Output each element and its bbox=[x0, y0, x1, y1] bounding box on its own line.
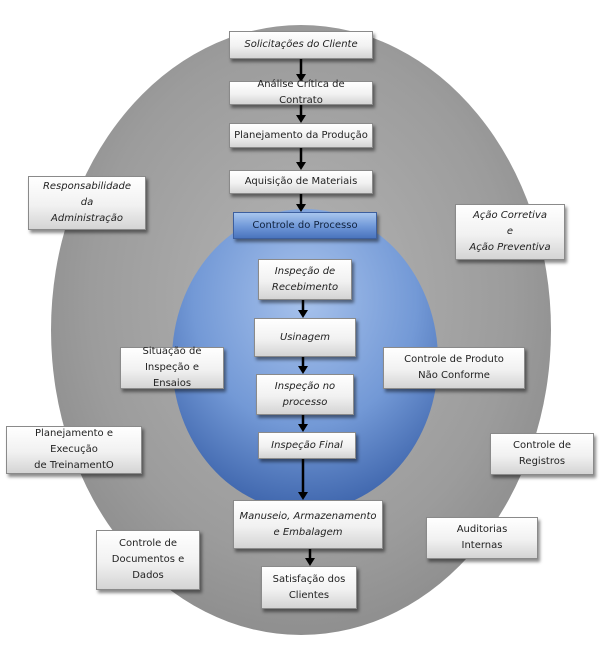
solicitacoes-label: Solicitações do Cliente bbox=[244, 39, 358, 50]
acao-corretiva-box: Ação Corretiva e Ação Preventiva bbox=[455, 204, 565, 260]
manuseio-box: Manuseio, Armazenamento e Embalagem bbox=[233, 500, 383, 549]
auditorias-label: Auditorias Internas bbox=[456, 524, 508, 551]
auditorias-box: Auditorias Internas bbox=[426, 517, 538, 559]
flow-arrows bbox=[296, 57, 315, 566]
arrowhead-6 bbox=[298, 366, 308, 374]
situacao-inspecao-label: Situação de Inspeção e Ensaios bbox=[142, 346, 202, 389]
analise-label: Análise Crítica de Contrato bbox=[257, 79, 345, 106]
inspecao-processo-box: Inspeção no processo bbox=[256, 374, 354, 415]
satisfacao-box: Satisfação dos Clientes bbox=[261, 566, 357, 609]
inspecao-final-box: Inspeção Final bbox=[258, 432, 356, 459]
inspecao-recebimento-box: Inspeção de Recebimento bbox=[258, 259, 352, 300]
inspecao-processo-label: Inspeção no processo bbox=[274, 380, 336, 408]
registros-box: Controle de Registros bbox=[490, 433, 594, 475]
acao-corretiva-label: Ação Corretiva e Ação Preventiva bbox=[469, 210, 551, 253]
controle-processo-box: Controle do Processo bbox=[233, 212, 377, 239]
documentos-label: Controle de Documentos e Dados bbox=[111, 538, 185, 581]
treinamento-box: Planejamento e Execução de TreinamentO bbox=[6, 426, 142, 474]
controle-processo-label: Controle do Processo bbox=[252, 219, 358, 231]
usinagem-box: Usinagem bbox=[254, 318, 356, 357]
arrowhead-4 bbox=[296, 204, 306, 212]
arrowhead-5 bbox=[298, 310, 308, 318]
responsabilidade-box: Responsabilidade da Administração bbox=[28, 176, 146, 230]
registros-label: Controle de Registros bbox=[513, 440, 571, 467]
controle-produto-label: Controle de Produto Não Conforme bbox=[404, 354, 504, 381]
inspecao-final-label: Inspeção Final bbox=[271, 439, 343, 451]
responsabilidade-label: Responsabilidade da Administração bbox=[42, 181, 132, 224]
arrowhead-7 bbox=[298, 424, 308, 432]
controle-produto-box: Controle de Produto Não Conforme bbox=[383, 347, 525, 389]
planejamento-producao-label: Planejamento da Produção bbox=[234, 129, 368, 141]
arrowhead-8 bbox=[298, 492, 308, 500]
arrowhead-9 bbox=[305, 558, 315, 566]
usinagem-label: Usinagem bbox=[279, 331, 330, 343]
situacao-inspecao-box: Situação de Inspeção e Ensaios bbox=[120, 346, 224, 389]
treinamento-label: Planejamento e Execução de TreinamentO bbox=[34, 428, 114, 471]
aquisicao-label: Aquisição de Materiais bbox=[244, 176, 358, 187]
arrowhead-1 bbox=[296, 74, 306, 82]
inspecao-recebimento-label: Inspeção de Recebimento bbox=[271, 265, 339, 293]
satisfacao-label: Satisfação dos Clientes bbox=[272, 573, 346, 601]
aquisicao-box: Aquisição de Materiais bbox=[229, 170, 373, 194]
manuseio-label: Manuseio, Armazenamento e Embalagem bbox=[239, 510, 377, 538]
documentos-box: Controle de Documentos e Dados bbox=[96, 530, 200, 590]
solicitacoes-box: Solicitações do Cliente bbox=[229, 31, 373, 59]
arrowhead-3 bbox=[296, 162, 306, 170]
inner-ellipse bbox=[172, 209, 438, 511]
arrowhead-2 bbox=[296, 115, 306, 123]
analise-box: Análise Crítica de Contrato bbox=[229, 79, 373, 106]
planejamento-producao-box: Planejamento da Produção bbox=[229, 123, 373, 148]
